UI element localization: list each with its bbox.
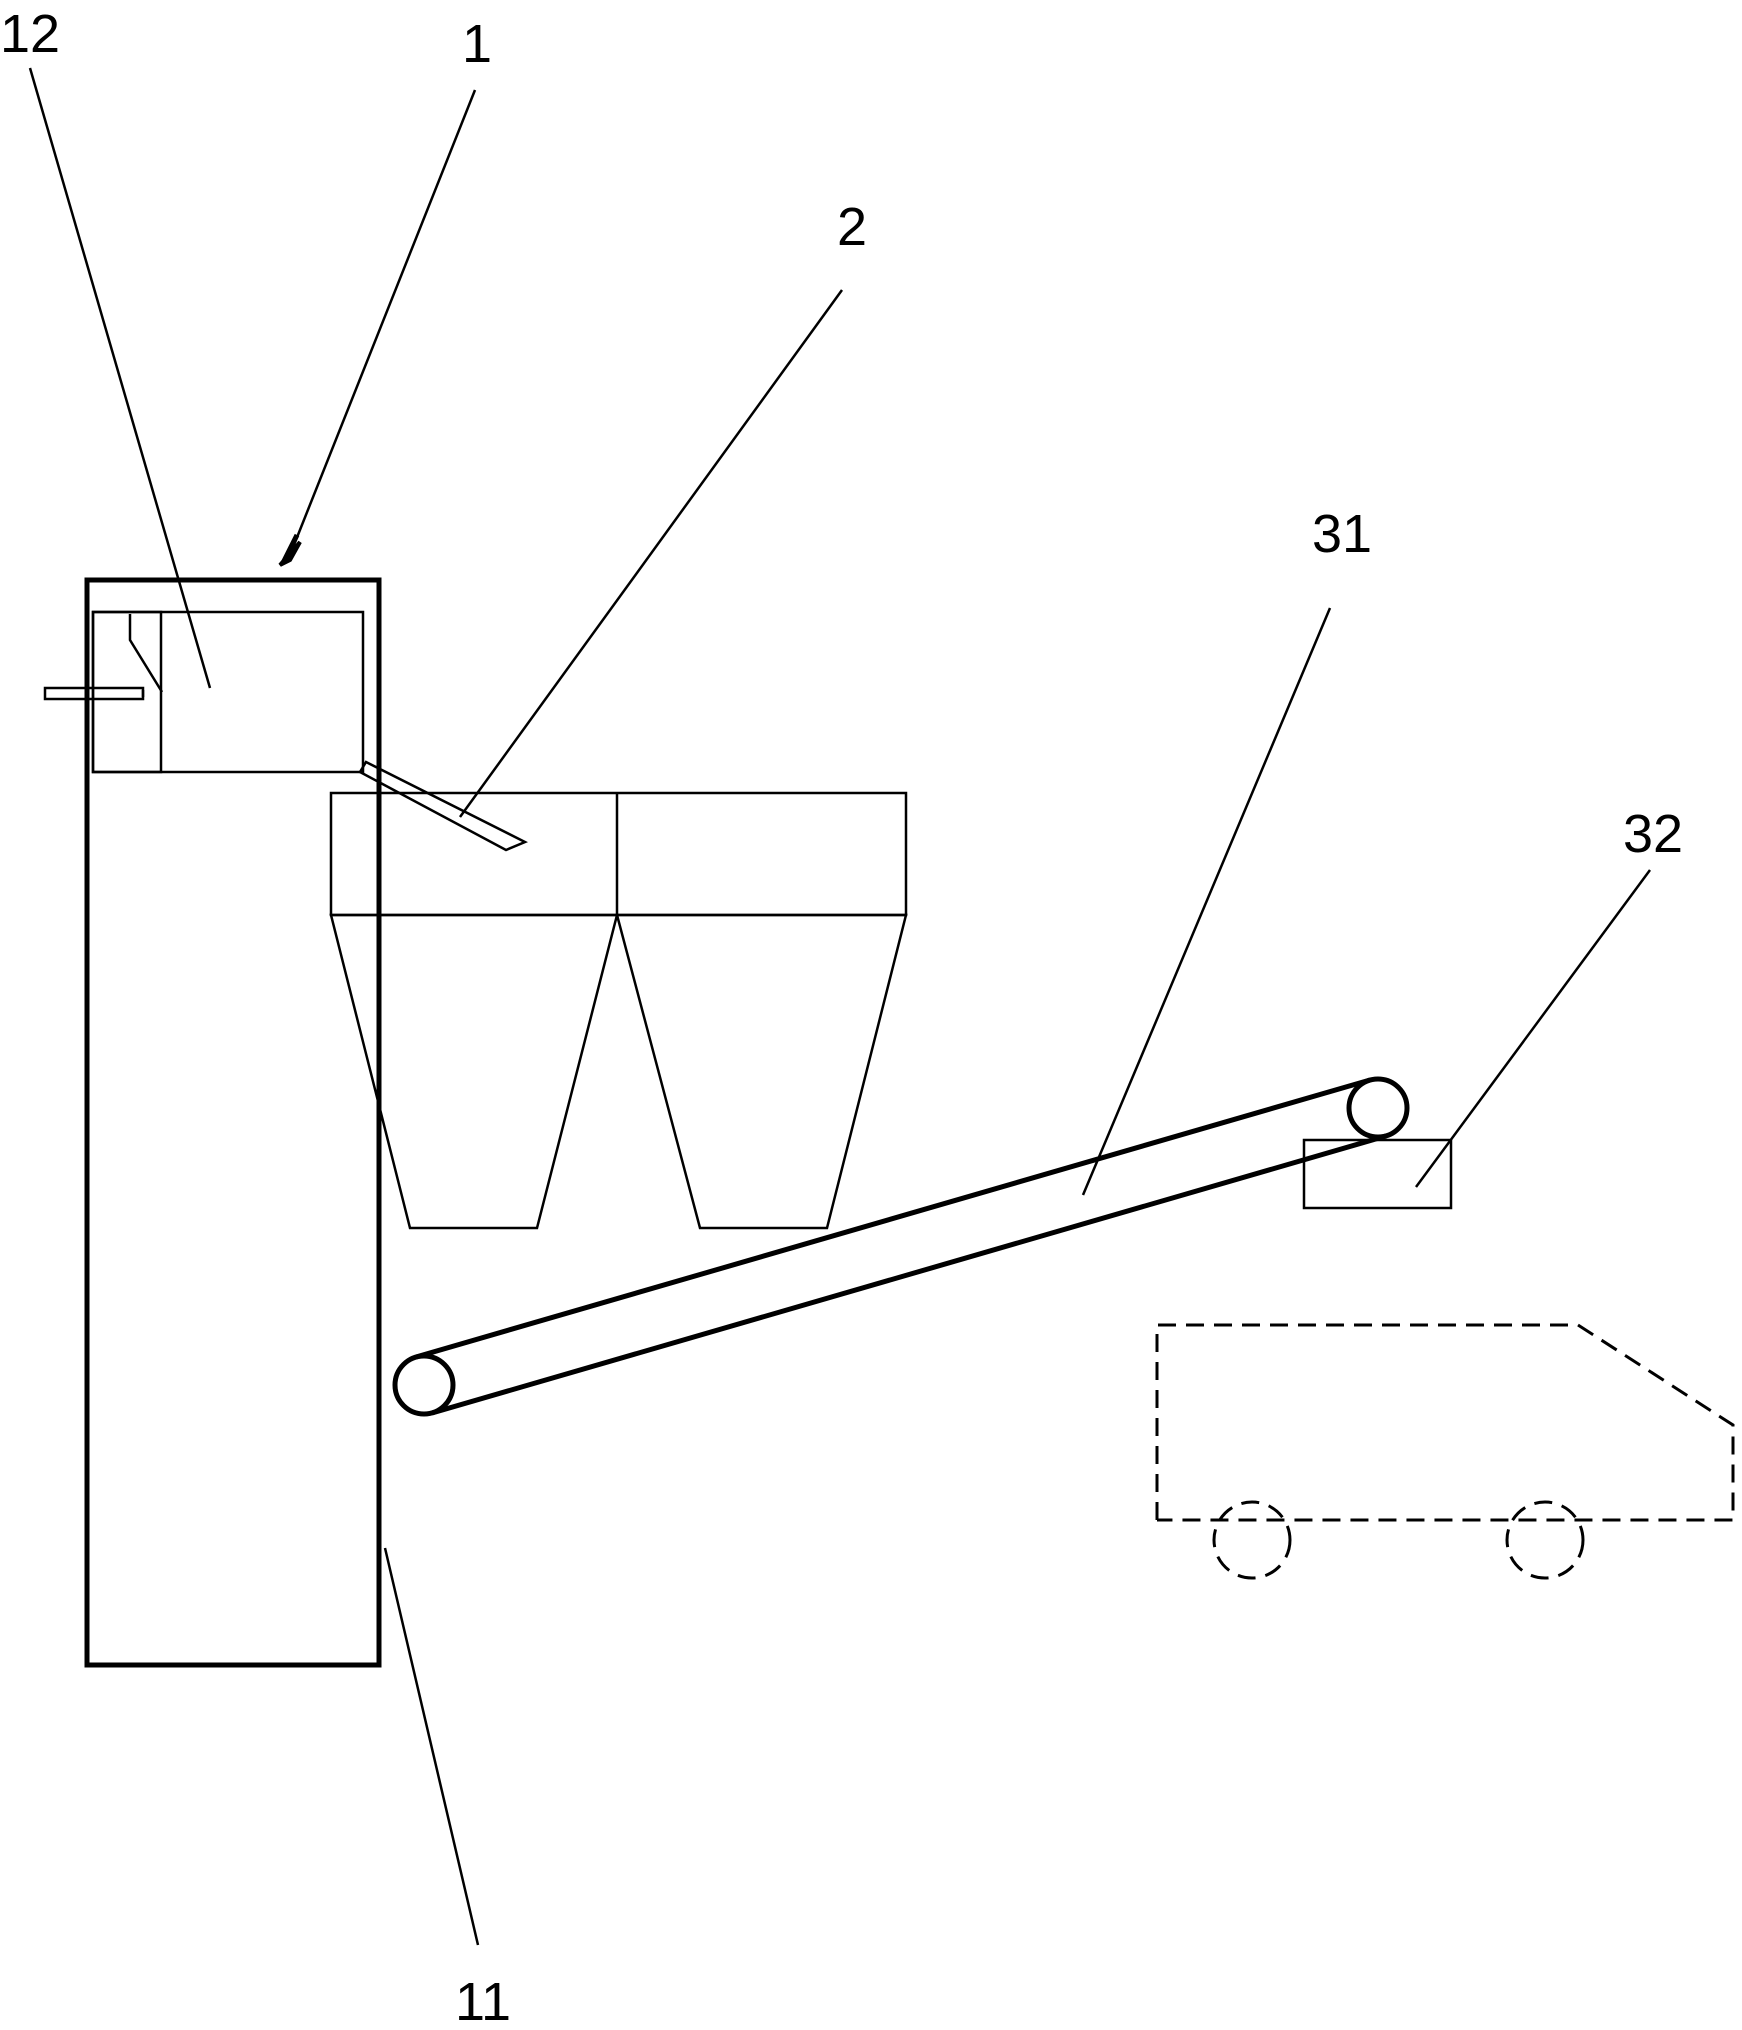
label-32: 32 (1623, 804, 1683, 864)
label-12: 12 (0, 4, 60, 64)
leader-lines (28, 67, 1652, 1946)
tower-body (43, 577, 382, 1668)
vehicle (1155, 1323, 1735, 1580)
drive-box (1302, 1138, 1453, 1210)
chute (358, 760, 528, 852)
label-31: 31 (1312, 504, 1372, 564)
label-2: 2 (837, 197, 867, 257)
separation-box (91, 610, 365, 774)
belt-conveyor (392, 1076, 1410, 1417)
label-11: 11 (455, 1972, 511, 2030)
label-1: 1 (462, 14, 492, 74)
hopper-group (329, 760, 908, 1230)
